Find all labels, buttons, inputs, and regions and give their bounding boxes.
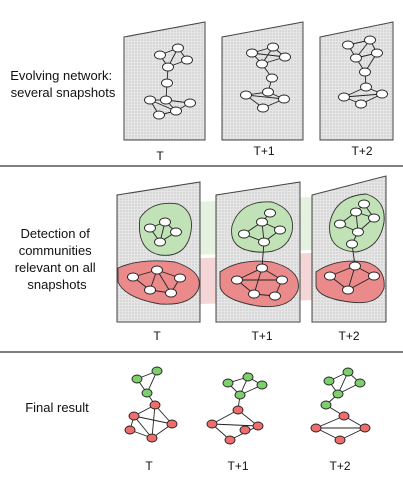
final-network-t2: [310, 367, 371, 445]
panel-final: Final result: [25, 366, 371, 473]
time-label-detect-t2: T+2: [338, 329, 359, 343]
snapshot-plane-t1: [221, 21, 304, 141]
time-label-t1: T+1: [253, 144, 274, 158]
community-red-t: [117, 260, 200, 305]
time-label-final-t: T: [145, 459, 153, 473]
time-label-detect-t1: T+1: [251, 329, 272, 343]
panel-detection: Detection of communities relevant on all…: [15, 175, 387, 343]
time-label-final-t2: T+2: [329, 459, 350, 473]
snapshot-plane-t: [123, 21, 206, 141]
panel-evolving-label: Evolving network: several snapshots: [10, 68, 116, 100]
snapshot-plane-detect-t2: [311, 175, 387, 323]
community-green-t: [138, 202, 192, 256]
panel-detection-label: Detection of communities relevant on all…: [15, 226, 100, 292]
panel-evolving: Evolving network: several snapshots: [10, 21, 394, 163]
time-label-t: T: [156, 149, 164, 163]
community-green-t1: [231, 201, 294, 253]
snapshot-plane-detect-t: [116, 181, 201, 323]
snapshot-plane-t2: [319, 21, 394, 141]
final-network-t1: [206, 371, 268, 445]
final-network-t: [124, 366, 178, 443]
time-label-t2: T+2: [351, 144, 372, 158]
panel-final-label: Final result: [25, 400, 89, 415]
time-label-final-t1: T+1: [227, 459, 248, 473]
time-label-detect-t: T: [153, 329, 161, 343]
snapshot-plane-detect-t1: [215, 181, 301, 323]
